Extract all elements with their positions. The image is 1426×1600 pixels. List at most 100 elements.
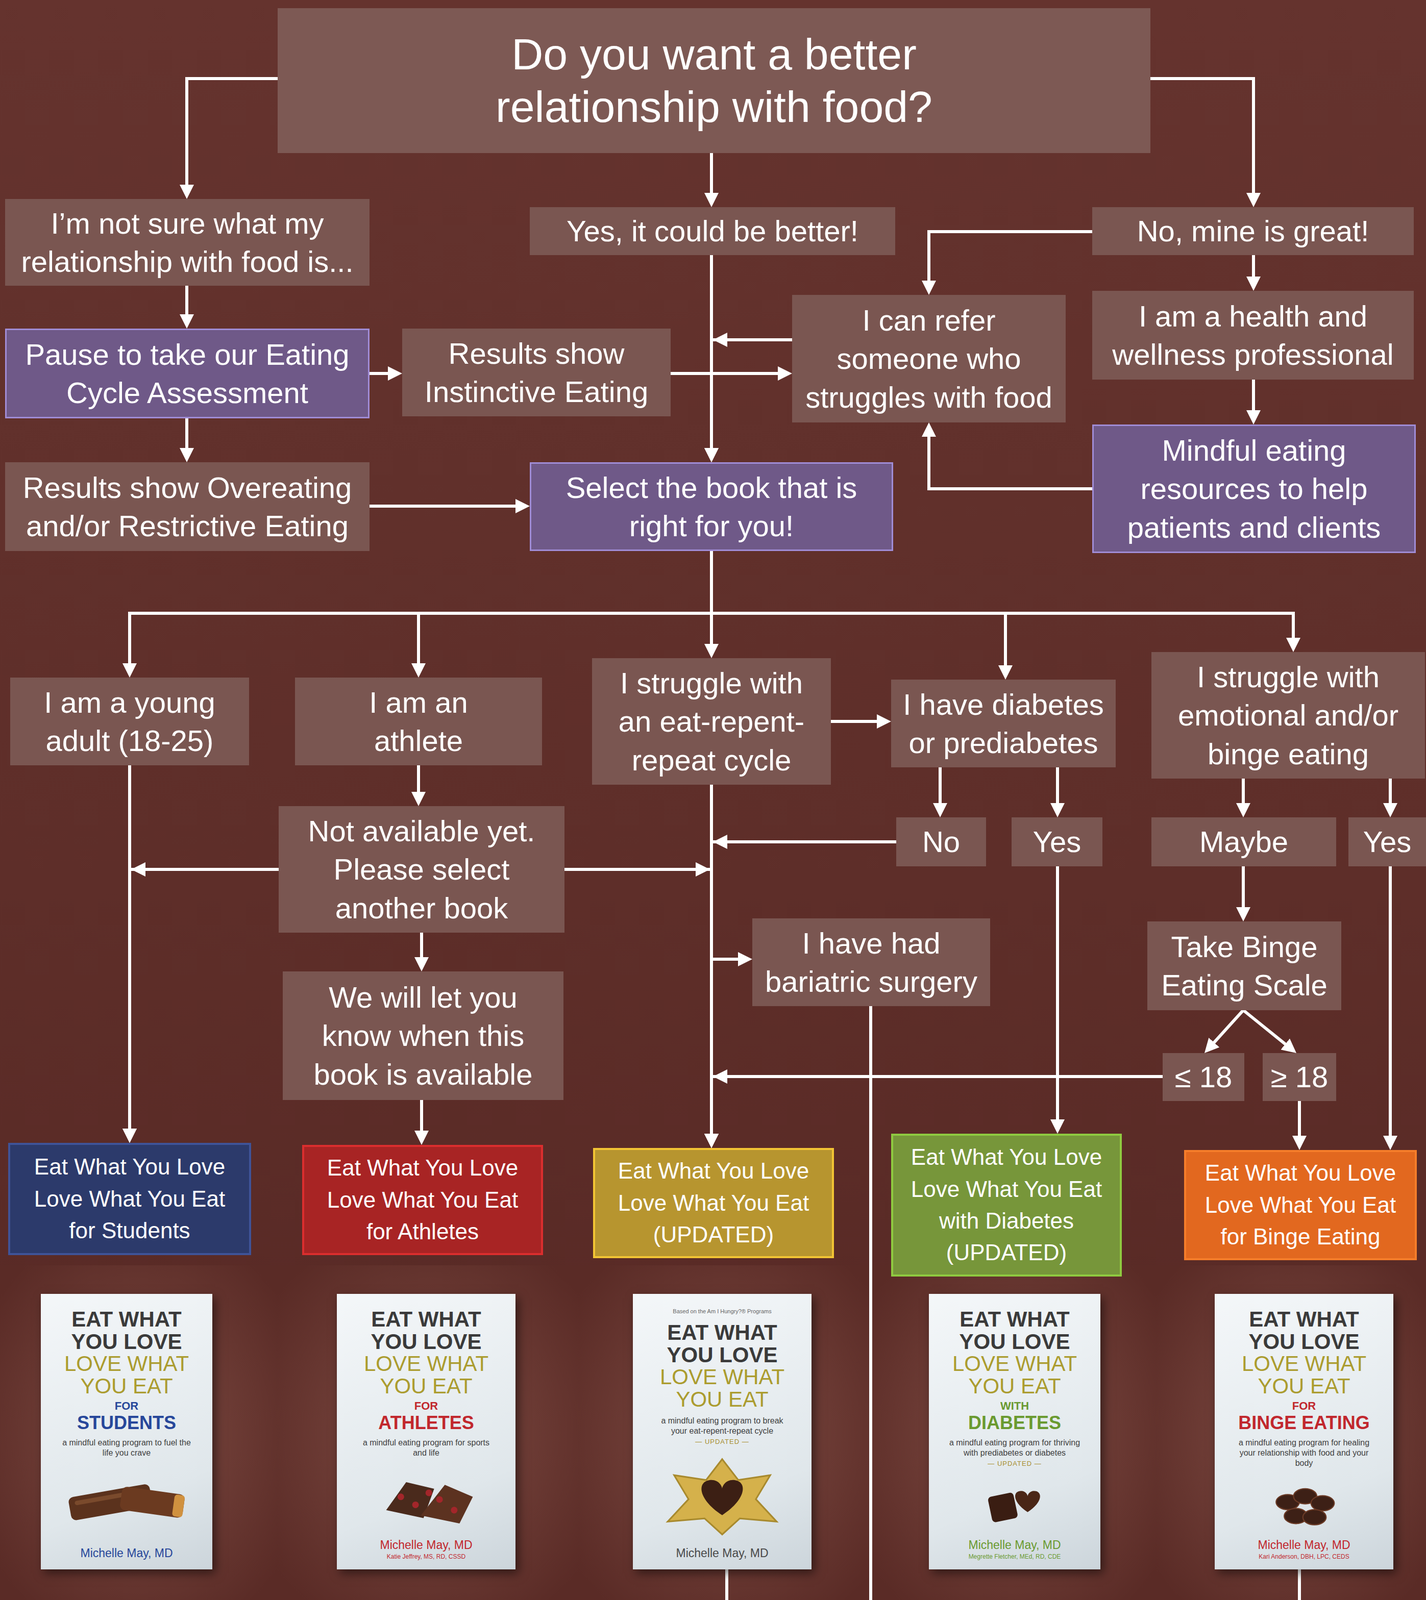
box-label: I am an athlete xyxy=(341,683,496,761)
flow-arrow xyxy=(938,767,942,811)
box-label: Pause to take our Eating Cycle Assessmen… xyxy=(15,335,359,413)
cover-text: Michelle May, MD xyxy=(379,1538,473,1553)
cover-text: FOR xyxy=(414,1399,438,1414)
flow-arrow xyxy=(416,765,421,800)
flow-arrow xyxy=(129,869,279,1137)
cover-text: Based on the Am I Hungry?® Programs xyxy=(672,1308,772,1315)
cover-text: Katie Jeffrey, MS, RD, CSSD xyxy=(386,1553,466,1561)
flow-arrow xyxy=(711,1076,1163,1142)
cover-text: a mindful eating program to break your e… xyxy=(655,1416,789,1437)
box-label: ≤ 18 xyxy=(1174,1058,1233,1097)
process-box: I am a health and wellness professional xyxy=(1092,290,1414,380)
chocolate-illustration xyxy=(1223,1468,1385,1539)
flow-arrow xyxy=(1055,866,1060,1127)
flow-arrow xyxy=(709,255,713,456)
cover-text: Kari Anderson, DBH, LPC, CEDS xyxy=(1258,1553,1349,1561)
box-label: Yes, it could be better! xyxy=(566,211,859,251)
cover-text: LOVE WHAT YOU EAT xyxy=(940,1353,1089,1398)
flow-arrow xyxy=(1251,255,1256,284)
flow-arrow xyxy=(129,551,712,671)
box-label: Select the book that is right for you! xyxy=(540,468,883,546)
chocolate-illustration xyxy=(938,1467,1092,1539)
flow-arrow xyxy=(420,1100,424,1139)
chocolate-shape xyxy=(1302,1510,1327,1526)
chocolate-shape xyxy=(171,1494,186,1519)
process-box: I’m not sure what my relationship with f… xyxy=(5,199,370,286)
photo-panel xyxy=(873,1265,1157,1600)
process-box: I am a young adult (18-25) xyxy=(10,677,250,766)
process-box: Take Binge Eating Scale xyxy=(1147,921,1342,1011)
cover-text: a mindful eating program for healing you… xyxy=(1237,1438,1371,1469)
box-label: Eat What You Love Love What You Eat for … xyxy=(315,1152,530,1248)
flow-arrow xyxy=(185,285,189,322)
box-label: I am a health and wellness professional xyxy=(1101,297,1405,375)
chocolate-illustration xyxy=(346,1458,507,1539)
box-label: Eat What You Love Love What You Eat for … xyxy=(1193,1157,1408,1253)
cover-text: LOVE WHAT YOU EAT xyxy=(1230,1353,1379,1398)
photo-panel xyxy=(0,1265,278,1600)
box-label: I have diabetes or prediabetes xyxy=(900,685,1107,763)
chocolate-shape xyxy=(701,1480,743,1516)
cover-text: EAT WHAT YOU LOVE xyxy=(52,1308,201,1354)
box-label: Take Binge Eating Scale xyxy=(1156,927,1333,1005)
flow-arrow xyxy=(564,869,712,1142)
process-box: I have had bariatric surgery xyxy=(752,918,991,1007)
chocolate-shape xyxy=(1311,1496,1335,1512)
cover-text: EAT WHAT YOU LOVE xyxy=(940,1308,1089,1354)
cover-text: a mindful eating program for sports and … xyxy=(359,1438,493,1459)
box-label: Not available yet. Please select another… xyxy=(304,812,539,928)
box-label: Results show Instinctive Eating xyxy=(411,334,662,412)
answer-box: ≤ 18 xyxy=(1162,1053,1245,1102)
process-box: Maybe xyxy=(1151,817,1337,867)
flow-arrow xyxy=(928,231,1093,288)
box-label: I struggle with an eat-repent-repeat cyc… xyxy=(609,664,814,780)
cover-text: LOVE WHAT YOU EAT xyxy=(352,1353,501,1398)
flow-arrow xyxy=(1241,866,1245,915)
answer-box: Yes xyxy=(1348,817,1426,867)
flow-arrow xyxy=(185,418,189,456)
flow-arrow xyxy=(1209,1010,1244,1049)
flow-arrow xyxy=(1388,778,1392,811)
cover-text: EAT WHAT YOU LOVE xyxy=(1230,1308,1379,1354)
box-label: Do you want a better relationship with f… xyxy=(458,28,970,134)
illustration-space xyxy=(642,1445,803,1547)
flow-arrow xyxy=(418,551,712,671)
box-label: We will let you know when this book is a… xyxy=(310,978,536,1094)
cover-text: EAT WHAT YOU LOVE xyxy=(352,1308,501,1354)
book-label: Eat What You Love Love What You Eat (UPD… xyxy=(593,1148,834,1259)
book-label: Eat What You Love Love What You Eat for … xyxy=(1184,1150,1417,1261)
cover-text: LOVE WHAT YOU EAT xyxy=(648,1366,797,1411)
illustration-space xyxy=(346,1458,507,1539)
process-box: Yes, it could be better! xyxy=(529,207,896,256)
box-label: Eat What You Love Love What You Eat (UPD… xyxy=(606,1155,821,1251)
flow-arrow xyxy=(1297,1101,1301,1144)
action-box: Select the book that is right for you! xyxy=(529,462,894,552)
chocolate-shape xyxy=(987,1492,1019,1524)
chocolate-illustration xyxy=(50,1458,204,1547)
illustration-space xyxy=(1223,1468,1385,1539)
continuation-line xyxy=(869,1000,873,1600)
question-box: Do you want a better relationship with f… xyxy=(277,8,1151,154)
answer-box: ≥ 18 xyxy=(1262,1053,1337,1102)
box-label: No, mine is great! xyxy=(1137,211,1370,251)
chocolate-shape xyxy=(119,1486,186,1519)
book-label: Eat What You Love Love What You Eat for … xyxy=(8,1143,252,1256)
process-box: Not available yet. Please select another… xyxy=(278,806,565,933)
cover-text: — UPDATED — xyxy=(987,1460,1042,1468)
cover-text: EAT WHAT YOU LOVE xyxy=(648,1321,797,1367)
cover-text: Michelle May, MD xyxy=(675,1546,769,1561)
flow-arrow xyxy=(369,504,523,508)
cover-text: DIABETES xyxy=(968,1413,1062,1434)
answer-box: Yes xyxy=(1011,817,1103,867)
cover-text: STUDENTS xyxy=(77,1413,177,1434)
cover-text: WITH xyxy=(1000,1399,1029,1414)
book-cover: EAT WHAT YOU LOVELOVE WHAT YOU EATFORATH… xyxy=(336,1294,516,1570)
box-label: I can refer someone who struggles with f… xyxy=(802,301,1056,417)
process-box: We will let you know when this book is a… xyxy=(282,971,564,1101)
process-box: I am an athlete xyxy=(294,677,543,766)
box-label: I have had bariatric surgery xyxy=(761,924,981,1002)
chocolate-shape xyxy=(412,1502,420,1509)
box-label: Yes xyxy=(1033,822,1082,862)
book-label: Eat What You Love Love What You Eat for … xyxy=(302,1145,544,1256)
chocolate-illustration xyxy=(642,1445,803,1547)
